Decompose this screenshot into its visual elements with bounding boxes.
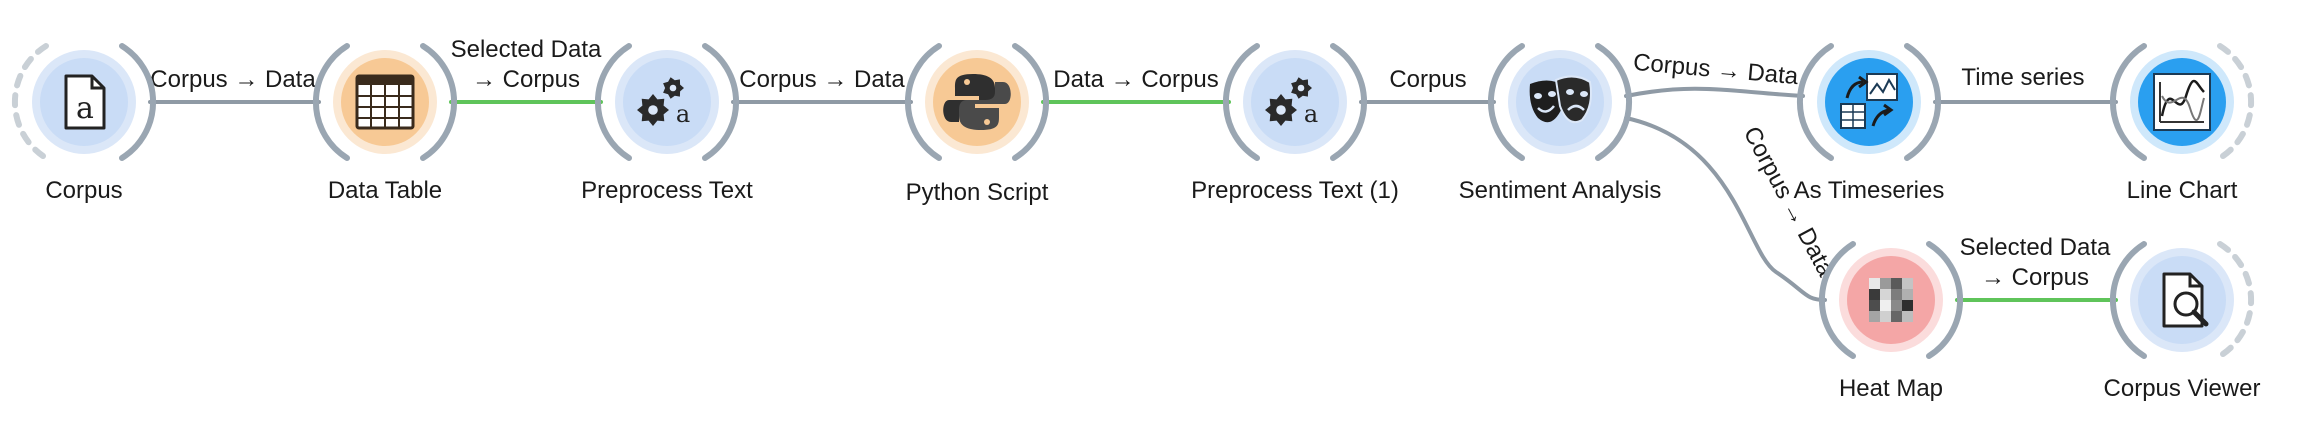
node-label: Preprocess Text (1) <box>1191 177 1399 204</box>
link-label: Corpus → Data <box>739 66 905 93</box>
node-label: As Timeseries <box>1794 177 1945 204</box>
output-anchor[interactable] <box>2217 241 2255 359</box>
node-body[interactable] <box>623 58 711 146</box>
svg-text:a: a <box>76 91 94 126</box>
node-label: Line Chart <box>2127 177 2238 204</box>
link-label: Selected Data <box>451 36 602 63</box>
input-anchor[interactable] <box>11 43 49 161</box>
node-line-chart[interactable]: Line Chart <box>2109 43 2255 204</box>
node-label: Preprocess Text <box>581 177 753 204</box>
link-label: Selected Data <box>1960 234 2111 261</box>
input-anchor[interactable] <box>1796 43 1834 161</box>
link-line[interactable] <box>1624 116 1827 302</box>
input-anchor[interactable] <box>904 43 942 161</box>
output-anchor[interactable] <box>119 43 157 161</box>
link-label: Corpus → Data <box>1632 49 1800 90</box>
output-anchor[interactable] <box>1926 241 1964 359</box>
node-label: Sentiment Analysis <box>1459 177 1662 204</box>
svg-text:a: a <box>676 100 690 128</box>
link-label: Corpus → Data <box>150 66 316 93</box>
node-python-script[interactable]: Python Script <box>904 43 1050 206</box>
input-anchor[interactable] <box>312 43 350 161</box>
link-preprocess-text-1-to-sentiment-analysis[interactable]: Corpus <box>1359 66 1496 104</box>
document-search-icon <box>2162 272 2209 328</box>
link-label: Data → Corpus <box>1053 66 1218 93</box>
output-anchor[interactable] <box>2217 43 2255 161</box>
node-sentiment-analysis[interactable]: Sentiment Analysis <box>1459 43 1662 204</box>
link-label: → Corpus <box>472 66 580 93</box>
output-anchor[interactable] <box>1330 43 1368 161</box>
timeseries-convert-icon <box>1840 73 1898 129</box>
link-corpus-to-data-table[interactable]: Corpus → Data <box>148 66 321 104</box>
output-anchor[interactable] <box>702 43 740 161</box>
link-heat-map-to-corpus-viewer[interactable]: Selected Data → Corpus <box>1955 234 2118 302</box>
link-preprocess-text-to-python-script[interactable]: Corpus → Data <box>731 66 913 104</box>
gears-a-icon: a <box>1265 77 1318 128</box>
node-as-timeseries[interactable]: As Timeseries <box>1794 43 1945 204</box>
node-heat-map[interactable]: Heat Map <box>1818 241 1964 402</box>
theater-masks-icon <box>1529 75 1592 124</box>
link-as-timeseries-to-line-chart[interactable]: Time series <box>1933 64 2118 104</box>
link-data-table-to-preprocess-text[interactable]: Selected Data → Corpus <box>449 36 603 104</box>
node-body[interactable] <box>1251 58 1339 146</box>
input-anchor[interactable] <box>1222 43 1260 161</box>
output-anchor[interactable] <box>420 43 458 161</box>
node-data-table[interactable]: Data Table <box>312 43 458 204</box>
table-grid-icon <box>355 74 415 130</box>
node-label: Heat Map <box>1839 375 1943 402</box>
node-label: Python Script <box>906 179 1049 206</box>
gears-a-icon: a <box>637 77 690 128</box>
link-label: → Corpus <box>1981 264 2089 291</box>
node-body[interactable] <box>1825 58 1913 146</box>
svg-text:a: a <box>1304 100 1318 128</box>
heatmap-icon <box>1869 278 1913 322</box>
link-label: Corpus <box>1389 66 1466 93</box>
node-label: Data Table <box>328 177 442 204</box>
input-anchor[interactable] <box>2109 43 2147 161</box>
input-anchor[interactable] <box>1818 241 1856 359</box>
line-chart-icon <box>2153 73 2211 131</box>
output-anchor[interactable] <box>1595 43 1633 161</box>
output-anchor[interactable] <box>1904 43 1942 161</box>
link-line[interactable] <box>1624 86 1805 98</box>
node-label: Corpus Viewer <box>2104 375 2261 402</box>
input-anchor[interactable] <box>2109 241 2147 359</box>
input-anchor[interactable] <box>1487 43 1525 161</box>
link-python-script-to-preprocess-text-1[interactable]: Data → Corpus <box>1041 66 1231 104</box>
python-icon <box>943 74 1011 130</box>
input-anchor[interactable] <box>594 43 632 161</box>
link-label: Time series <box>1961 64 2084 91</box>
node-label: Corpus <box>45 177 122 204</box>
document-a-icon: a <box>64 74 106 130</box>
output-anchor[interactable] <box>1012 43 1050 161</box>
link-sentiment-analysis-to-as-timeseries[interactable]: Corpus → Data <box>1624 49 1805 98</box>
node-corpus-viewer[interactable]: Corpus Viewer <box>2104 241 2261 402</box>
link-sentiment-analysis-to-heat-map[interactable]: Corpus → Data <box>1624 116 1840 302</box>
